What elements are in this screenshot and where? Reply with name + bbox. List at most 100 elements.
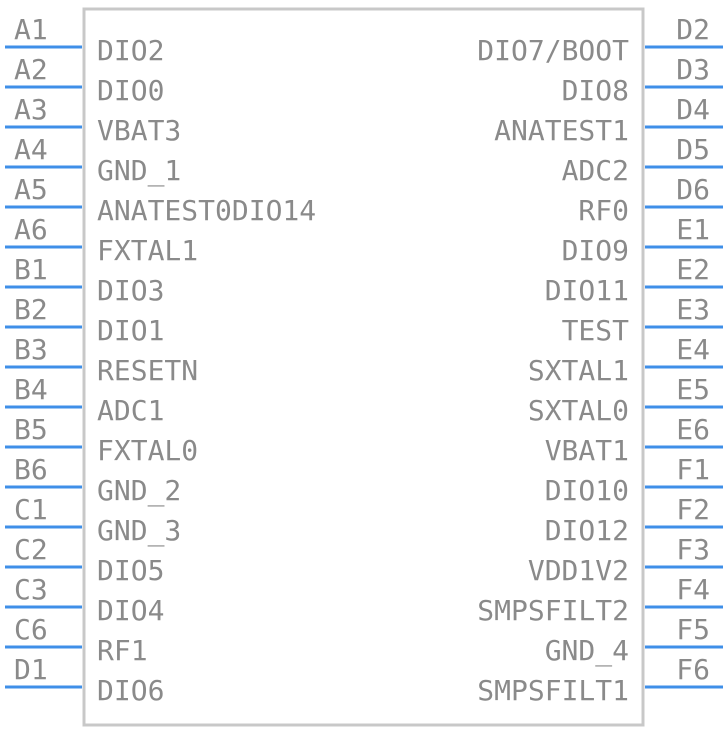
pin-name: VDD1V2 — [528, 554, 629, 587]
pin-number: D4 — [676, 93, 710, 126]
pin-name: DIO9 — [562, 234, 629, 267]
pin-name: DIO11 — [545, 274, 629, 307]
pin-number: B3 — [14, 333, 48, 366]
pin-number: A2 — [14, 53, 48, 86]
pin-number: B1 — [14, 253, 48, 286]
pin-number: E4 — [676, 333, 710, 366]
pin-name: DIO7/BOOT — [477, 34, 629, 67]
pin-number: B5 — [14, 413, 48, 446]
pin-number: D2 — [676, 13, 710, 46]
pin-name: DIO8 — [562, 74, 629, 107]
pin-number: F1 — [676, 453, 710, 486]
pin-number: E6 — [676, 413, 710, 446]
pin-name: VBAT1 — [545, 434, 629, 467]
pin-name: DIO5 — [97, 554, 164, 587]
pin-number: E1 — [676, 213, 710, 246]
pin-number: E2 — [676, 253, 710, 286]
pin-name: DIO2 — [97, 34, 164, 67]
pin-name: GND_3 — [97, 514, 181, 548]
pin-name: GND_1 — [97, 154, 181, 188]
pin-name: SMPSFILT2 — [477, 594, 629, 627]
pin-number: F3 — [676, 533, 710, 566]
pin-number: B2 — [14, 293, 48, 326]
left-pin-group: A1DIO2A2DIO0A3VBAT3A4GND_1A5ANATEST0DIO1… — [5, 13, 316, 707]
pin-number: B6 — [14, 453, 48, 486]
pin-number: F4 — [676, 573, 710, 606]
pin-number: A3 — [14, 93, 48, 126]
pin-name: FXTAL1 — [97, 234, 198, 267]
pin-name: RF1 — [97, 634, 148, 667]
pin-name: ADC1 — [97, 394, 164, 427]
pin-name: RESETN — [97, 354, 198, 387]
pin-number: C6 — [14, 613, 48, 646]
pin-number: B4 — [14, 373, 48, 406]
pin-name: DIO12 — [545, 514, 629, 547]
pin-name: DIO0 — [97, 74, 164, 107]
right-pin-group: D2DIO7/BOOTD3DIO8D4ANATEST1D5ADC2D6RF0E1… — [477, 13, 723, 707]
pin-name: SXTAL0 — [528, 394, 629, 427]
pin-name: VBAT3 — [97, 114, 181, 147]
pin-name: ADC2 — [562, 154, 629, 187]
pin-number: D6 — [676, 173, 710, 206]
pin-number: F6 — [676, 653, 710, 686]
pin-number: C2 — [14, 533, 48, 566]
pin-name: GND_4 — [545, 634, 629, 668]
pin-number: A1 — [14, 13, 48, 46]
pin-name: SXTAL1 — [528, 354, 629, 387]
pin-name: FXTAL0 — [97, 434, 198, 467]
pin-number: E3 — [676, 293, 710, 326]
pin-name: ANATEST0DIO14 — [97, 194, 316, 227]
pin-name: DIO10 — [545, 474, 629, 507]
pin-name: DIO4 — [97, 594, 164, 627]
pin-name: DIO6 — [97, 674, 164, 707]
pin-number: F5 — [676, 613, 710, 646]
pin-name: SMPSFILT1 — [477, 674, 629, 707]
pin-name: GND_2 — [97, 474, 181, 508]
component-body — [82, 7, 645, 727]
pin-name: RF0 — [578, 194, 629, 227]
pin-number: A5 — [14, 173, 48, 206]
pin-name: TEST — [562, 314, 630, 347]
pin-number: A6 — [14, 213, 48, 246]
pin-number: D1 — [14, 653, 48, 686]
pin-number: A4 — [14, 133, 48, 166]
pin-name: ANATEST1 — [494, 114, 629, 147]
pin-number: D3 — [676, 53, 710, 86]
pin-name: DIO3 — [97, 274, 164, 307]
pin-number: D5 — [676, 133, 710, 166]
